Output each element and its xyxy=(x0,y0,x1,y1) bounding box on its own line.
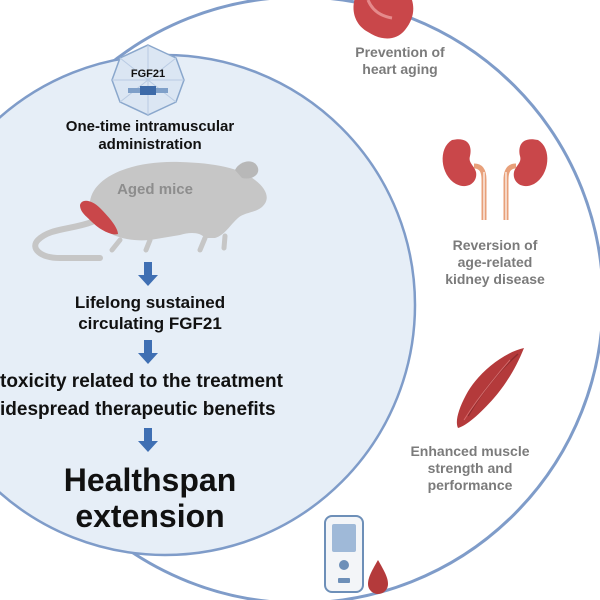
arrow-down-icon xyxy=(138,262,158,286)
kidney-benefit-label: Reversion of age-related kidney disease xyxy=(425,237,565,288)
heart-benefit-line-1: Prevention of xyxy=(355,44,445,60)
muscle-benefit-line-1: Enhanced muscle xyxy=(410,443,530,459)
muscle-benefit-line-3: performance xyxy=(427,477,513,493)
heart-benefit-line-2: heart aging xyxy=(362,61,438,77)
blood-drop-icon xyxy=(368,560,388,594)
muscle-benefit-label: Enhanced muscle strength and performance xyxy=(395,443,545,494)
benefits-text: idespread therapeutic benefits xyxy=(0,399,276,420)
toxicity-text: toxicity related to the treatment xyxy=(0,371,283,392)
mouse-label: Aged mice xyxy=(117,181,193,198)
administration-line-2: administration xyxy=(98,136,202,153)
outcome-line-2: extension xyxy=(75,498,225,534)
vector-capsid-icon xyxy=(111,44,185,116)
arrow-down-icon xyxy=(138,340,158,364)
arrow-down-icon xyxy=(138,428,158,452)
muscle-benefit-line-2: strength and xyxy=(427,460,513,476)
outcome-line-1: Healthspan xyxy=(63,462,237,498)
kidney-benefit-line-1: Reversion of xyxy=(452,237,538,253)
kidney-benefit-line-2: age-related xyxy=(457,254,533,270)
heart-icon xyxy=(353,0,414,39)
mouse-muscle-icon xyxy=(80,200,118,235)
sustained-line-2: circulating FGF21 xyxy=(78,314,222,333)
glucometer-icon xyxy=(324,515,364,593)
heart-benefit-label: Prevention of heart aging xyxy=(330,44,470,78)
aged-mouse-icon xyxy=(32,161,267,261)
sustained-text: Lifelong sustained circulating FGF21 xyxy=(20,292,280,334)
administration-text: One-time intramuscular administration xyxy=(30,118,270,154)
kidney-benefit-line-3: kidney disease xyxy=(445,271,545,287)
kidneys-icon xyxy=(442,139,548,220)
administration-line-1: One-time intramuscular xyxy=(65,118,235,135)
outcome-text: Healthspan extension xyxy=(20,462,280,534)
vector-label: FGF21 xyxy=(130,68,166,80)
sustained-line-1: Lifelong sustained xyxy=(74,293,226,312)
muscle-icon xyxy=(456,348,524,428)
